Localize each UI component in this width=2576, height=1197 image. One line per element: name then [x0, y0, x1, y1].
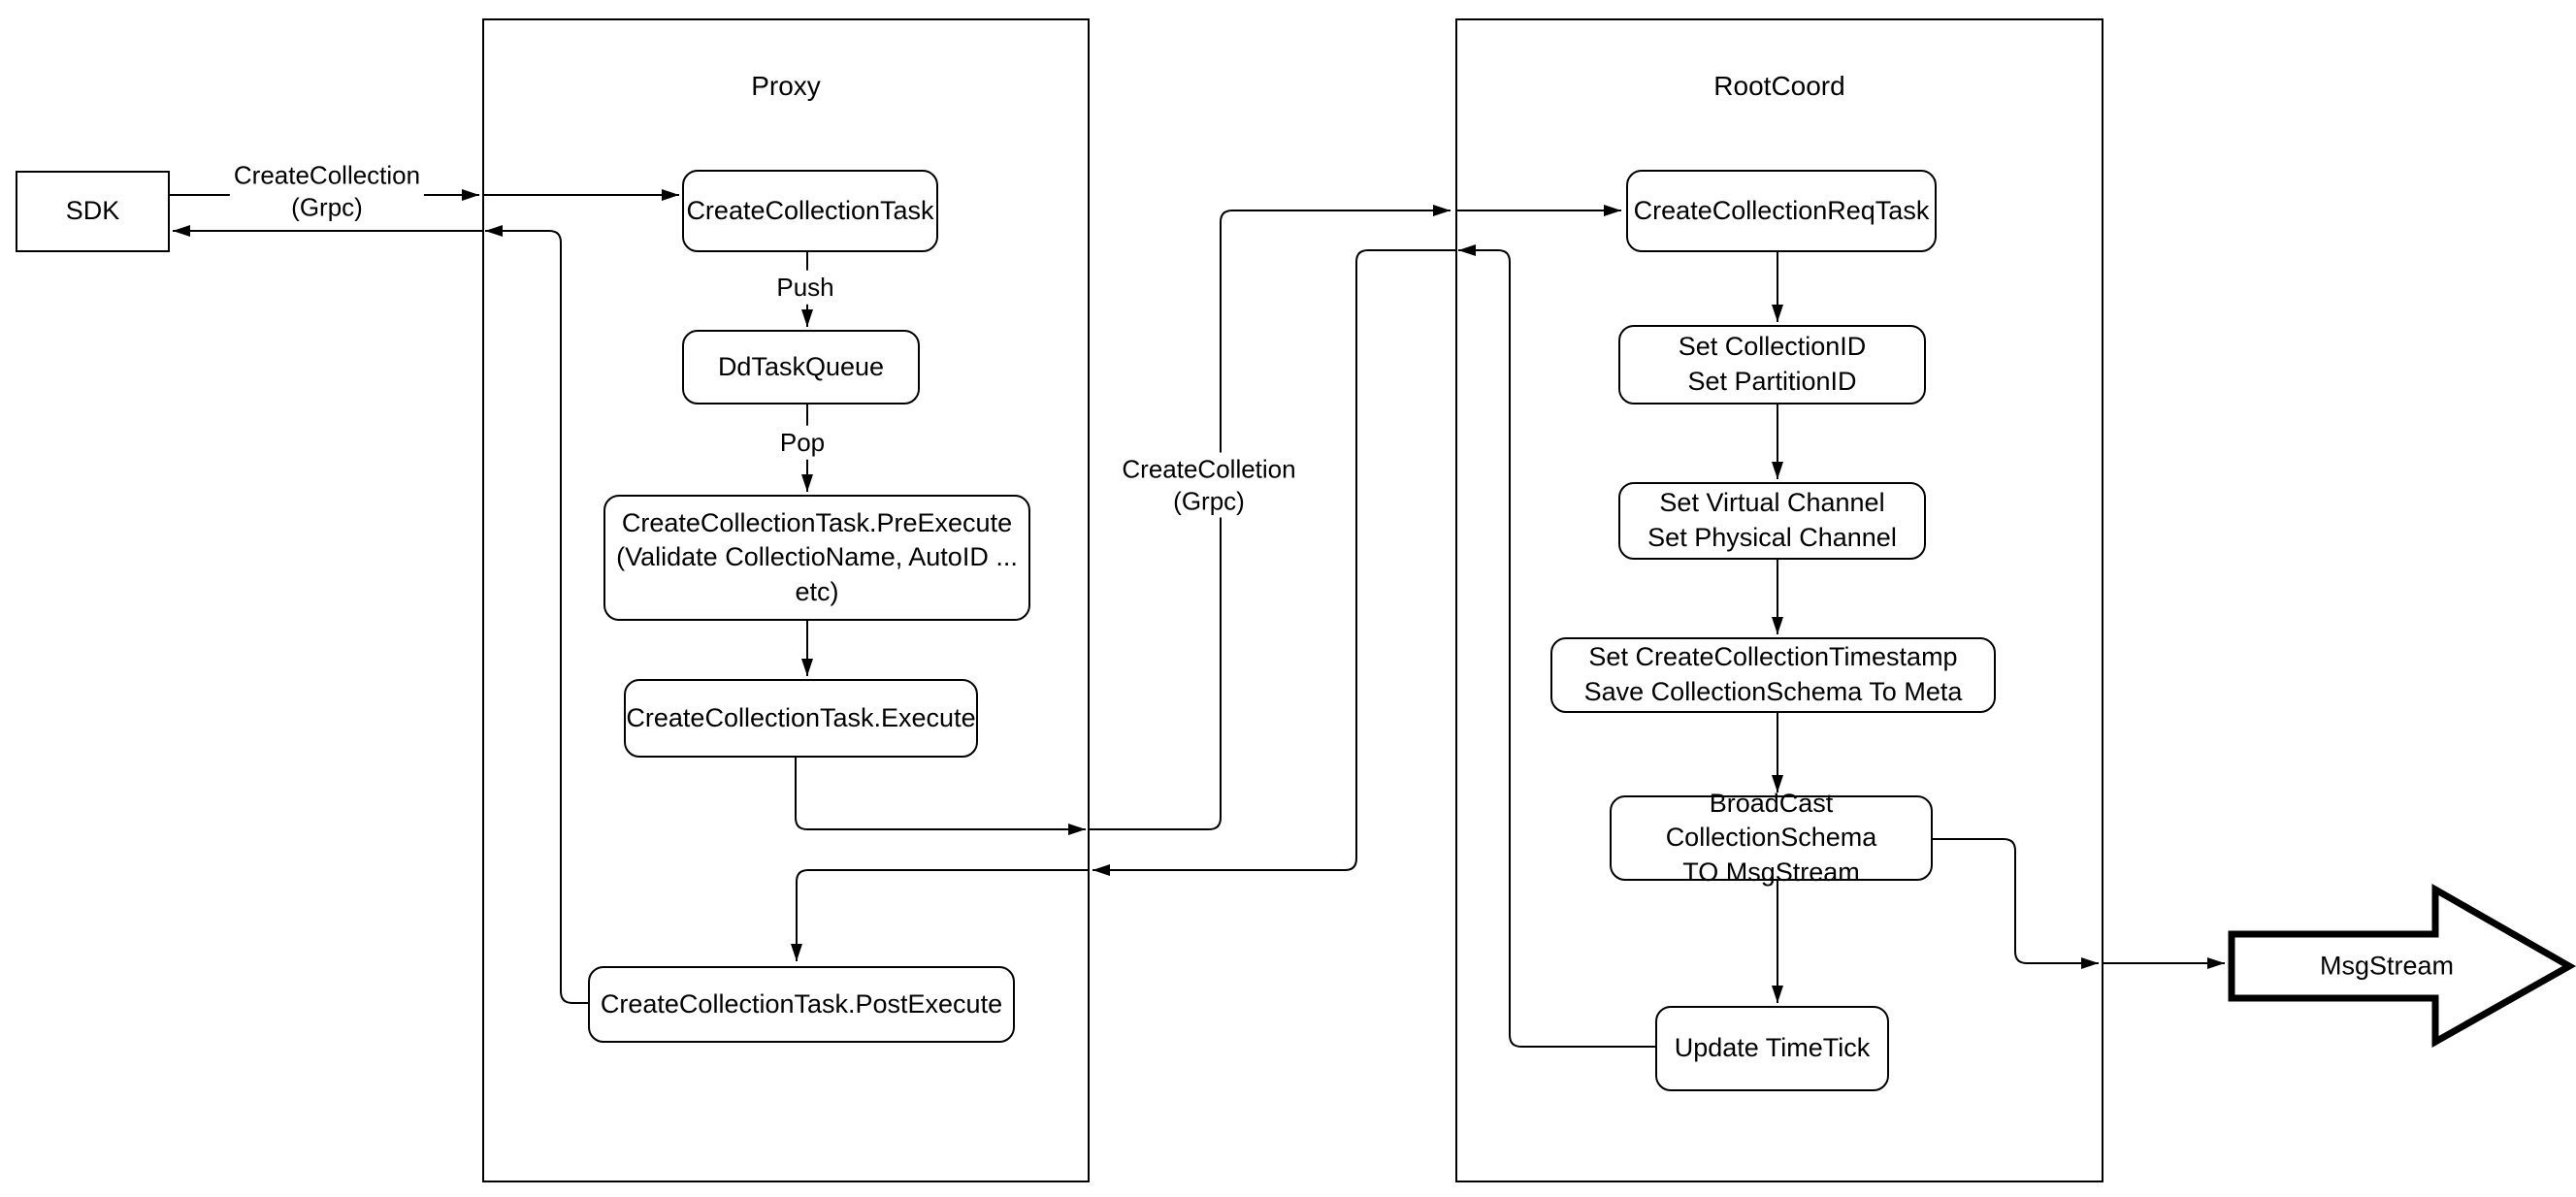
rootcoord-title: RootCoord [1713, 71, 1845, 101]
edge-postexecute-to-border [485, 225, 588, 1004]
node-create-collection-task: CreateCollectionTask [682, 170, 938, 252]
edge-rootcoord-to-proxy-return [1092, 249, 1455, 876]
node-post-execute: CreateCollectionTask.PostExecute [588, 966, 1015, 1043]
node-set-ids: Set CollectionID Set PartitionID [1618, 325, 1926, 404]
rootcoord-container: RootCoord [1455, 18, 2103, 1182]
edge-label-create-colletion-grpc: CreateColletion (Grpc) [1118, 452, 1300, 518]
node-execute: CreateCollectionTask.Execute [624, 679, 978, 758]
edge-label-push: Push [772, 270, 838, 305]
proxy-container: Proxy [482, 18, 1090, 1182]
edge-timetick-to-border [1458, 244, 1655, 1048]
proxy-title: Proxy [751, 71, 821, 101]
node-set-timestamp: Set CreateCollectionTimestamp Save Colle… [1550, 637, 1996, 713]
node-dd-task-queue: DdTaskQueue [682, 330, 920, 404]
edge-label-pop: Pop [775, 425, 830, 460]
msgstream-arrow-shape [2228, 883, 2576, 1048]
msgstream-label: MsgStream [2319, 951, 2455, 981]
node-set-channels: Set Virtual Channel Set Physical Channel [1618, 482, 1926, 560]
node-create-collection-req-task: CreateCollectionReqTask [1626, 170, 1937, 252]
edge-label-create-collection-grpc: CreateCollection (Grpc) [229, 158, 425, 224]
node-sdk: SDK [16, 171, 170, 252]
edge-grpc-to-rootcoord [1090, 205, 1451, 830]
edge-broadcast-to-border [1933, 838, 2099, 969]
node-update-timetick: Update TimeTick [1655, 1006, 1889, 1091]
node-broadcast: BroadCast CollectionSchema TO MsgStream [1610, 789, 1933, 887]
edge-execute-to-proxy-border [795, 758, 1086, 835]
edge-border-to-postexecute [791, 869, 1090, 961]
node-pre-execute: CreateCollectionTask.PreExecute (Validat… [603, 495, 1030, 621]
